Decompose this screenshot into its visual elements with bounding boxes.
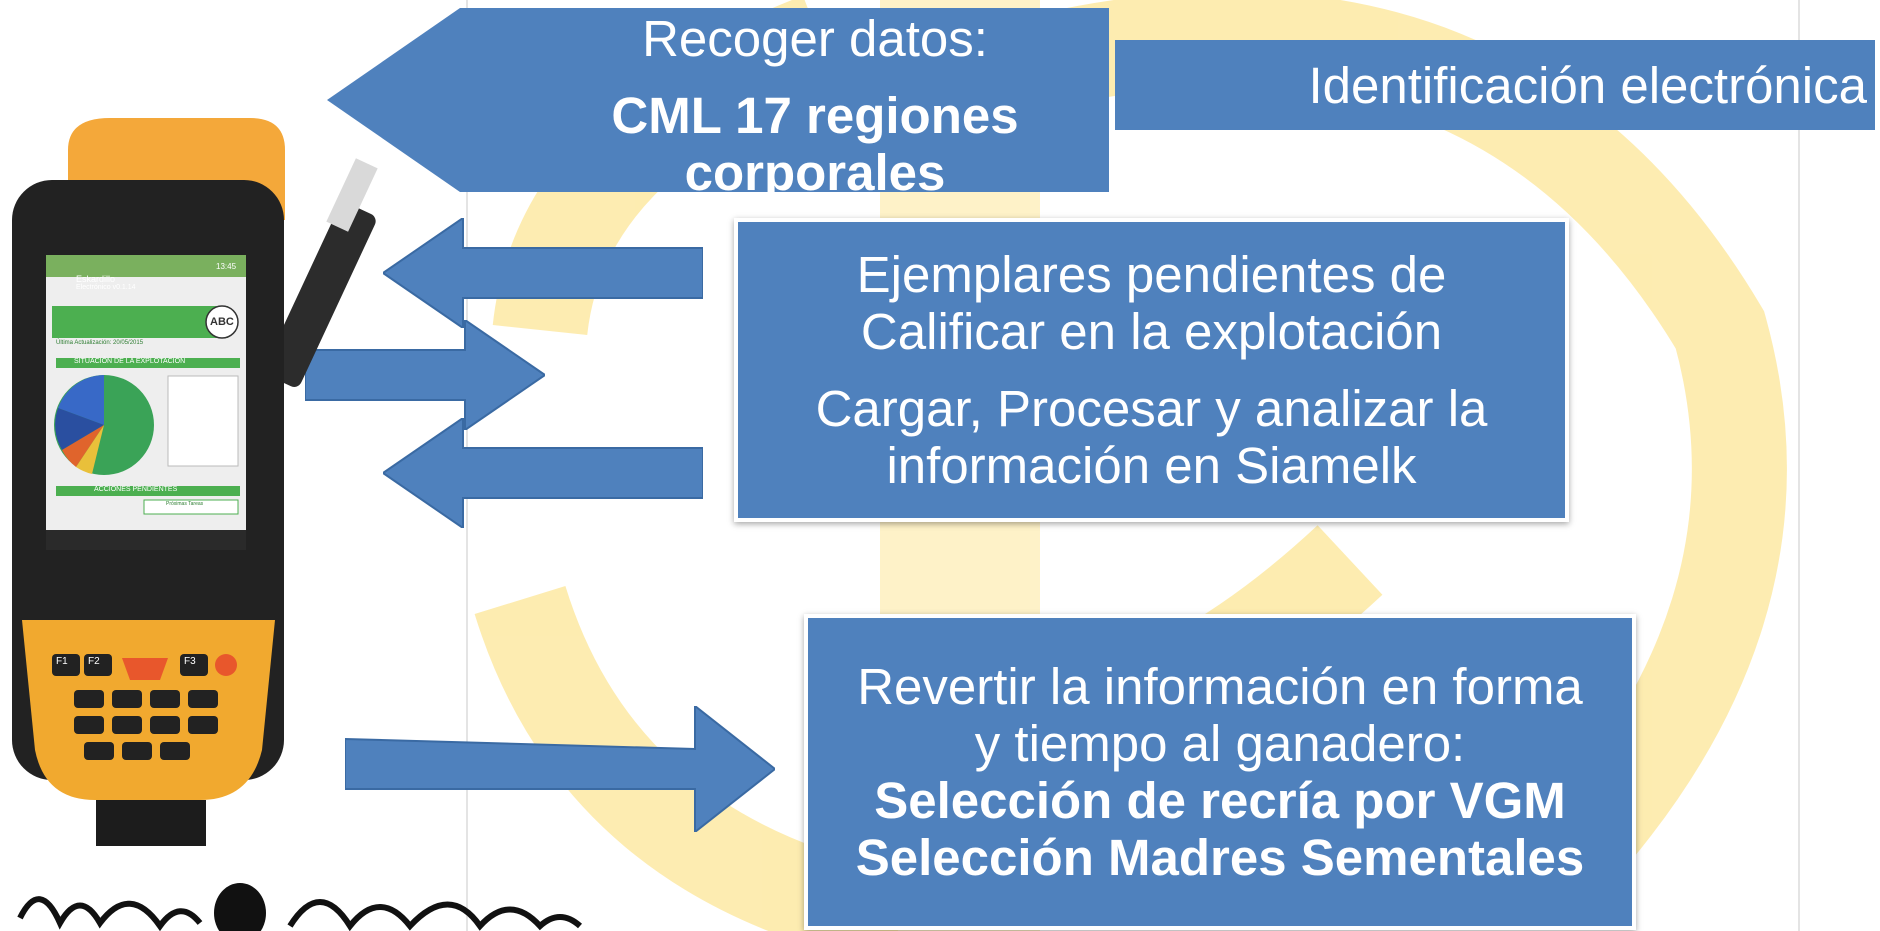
feedback-bold-2: Selección Madres Sementales — [855, 829, 1585, 886]
device-app-version: Electrónico v0.1.14 — [76, 284, 136, 291]
device-actions-title: ACCIONES PENDIENTES — [94, 486, 178, 493]
collect-data-arrow — [327, 8, 1109, 192]
collect-data-bold-2: corporales — [684, 144, 946, 201]
key-f2: F2 — [88, 656, 100, 667]
device-time: 13:45 — [216, 262, 237, 271]
handheld-terminal-icon — [12, 118, 378, 846]
device-last-update: Última Actualización: 20/05/2015 — [56, 340, 144, 346]
process-line-1: Cargar, Procesar y analizar la — [815, 380, 1488, 437]
divider-right — [1798, 0, 1800, 931]
device-next-tasks: Próximas Tareas — [166, 501, 204, 507]
right-arrow-1 — [305, 320, 545, 430]
feedback-line-2: y tiempo al ganadero: — [974, 715, 1466, 772]
process-line-2: información en Siamelk — [886, 437, 1417, 494]
collect-data-text: Recoger datos: CML 17 regiones corporale… — [580, 8, 1050, 201]
identification-label: Identificación electrónica — [1308, 56, 1868, 114]
pending-line-2: Calificar en la explotación — [860, 303, 1443, 360]
pending-line-1: Ejemplares pendientes de — [856, 246, 1447, 303]
key-f1: F1 — [56, 656, 68, 667]
left-arrow-1 — [383, 218, 703, 328]
collect-data-heading: Recoger datos: — [642, 10, 988, 67]
device-app-name: Eskardillo — [76, 274, 116, 284]
signature-logo — [17, 883, 583, 931]
right-arrow-2 — [345, 706, 775, 832]
left-arrow-2 — [383, 418, 703, 528]
device-section-title: SITUACIÓN DE LA EXPLOTACIÓN — [74, 358, 186, 365]
feedback-bold-1: Selección de recría por VGM — [874, 772, 1566, 829]
pending-process-box: Ejemplares pendientes de Calificar en la… — [734, 218, 1569, 522]
feedback-box: Revertir la información en forma y tiemp… — [804, 614, 1636, 930]
identification-box: Identificación electrónica — [1115, 40, 1875, 130]
collect-data-bold-1: CML 17 regiones — [611, 87, 1019, 144]
device-badge: ABC — [210, 316, 234, 328]
feedback-line-1: Revertir la información en forma — [857, 658, 1583, 715]
key-f3: F3 — [184, 656, 196, 667]
